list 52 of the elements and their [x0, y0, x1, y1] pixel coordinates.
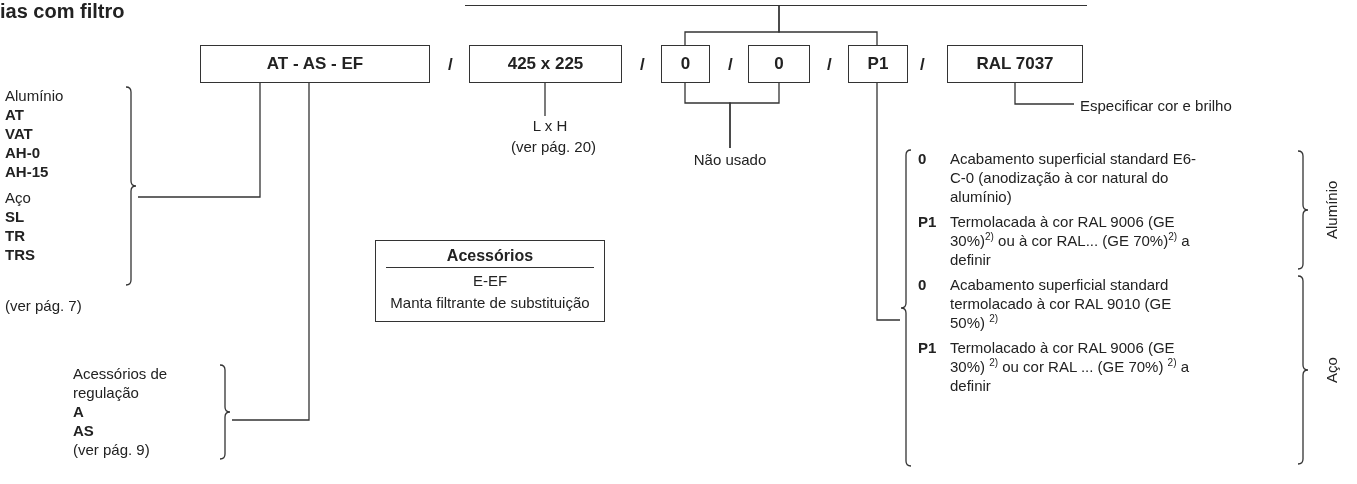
box-heading: Acessórios	[386, 246, 594, 268]
connector-line	[544, 82, 546, 117]
title: ias com filtro	[0, 0, 125, 23]
option-text: Acessórios de regulação	[73, 364, 169, 402]
annotation-text: Não usado	[690, 150, 770, 169]
connector-line	[876, 82, 901, 321]
option-text: Aço	[5, 188, 32, 207]
option-code: TRS	[5, 245, 36, 264]
option-code: P1	[918, 212, 938, 232]
side-label: Aço	[1322, 356, 1341, 385]
code-field-box: P1	[848, 45, 908, 83]
side-label: Alumínio	[1322, 180, 1341, 240]
option-code: SL	[5, 207, 26, 226]
annotation-text: Especificar cor e brilho	[1080, 96, 1280, 115]
option-text: (ver pág. 9)	[73, 440, 151, 459]
option-description: Termolacada à cor RAL 9006 (GE 30%)$^{2)}$ ou à cor RAL... (GE 70%)$^{2)}$ a definir	[950, 212, 1191, 269]
note-text: (ver pág. 20)	[511, 137, 597, 156]
bracket-rule	[465, 5, 1087, 6]
option-code: VAT	[5, 124, 34, 143]
option-description: Acabamento superficial standard termolacado à cor RAL 9010 (GE 50%) $^{2)}$	[950, 275, 1173, 332]
option-description: Acabamento superficial standard E6-C-0 (anodização à cor natural do alumínio)	[950, 149, 1197, 206]
option-code: TR	[5, 226, 26, 245]
separator-slash: /	[448, 55, 453, 75]
option-description: Termolacado à cor RAL 9006 (GE 30%) $^{2)}$ ou cor RAL ... (GE 70%) $^{2)}$ a definir	[950, 338, 1191, 395]
box-text: Manta filtrante de substituição	[389, 293, 591, 312]
separator-slash: /	[728, 55, 733, 75]
annotation-text: L x H	[520, 116, 580, 135]
separator-slash: /	[640, 55, 645, 75]
code-field-box: RAL 7037	[947, 45, 1083, 83]
option-code: AH-0	[5, 143, 41, 162]
code-field-box: AT - AS - EF	[200, 45, 430, 83]
connector-line	[729, 82, 780, 149]
connector-line	[778, 5, 878, 46]
accessory-box	[375, 240, 605, 322]
option-code: AS	[73, 421, 95, 440]
option-code: AH-15	[5, 162, 50, 181]
connector-line	[231, 82, 310, 421]
separator-slash: /	[827, 55, 832, 75]
separator-slash: /	[920, 55, 925, 75]
option-code: 0	[918, 275, 928, 295]
code-field-box: 0	[661, 45, 710, 83]
box-text: E-EF	[471, 271, 509, 290]
code-field-box: 0	[748, 45, 810, 83]
option-code: 0	[918, 149, 928, 169]
option-text: Alumínio	[5, 86, 65, 105]
code-field-box: 425 x 225	[469, 45, 622, 83]
option-code: P1	[918, 338, 938, 358]
option-code: AT	[5, 105, 25, 124]
option-code: A	[73, 402, 85, 421]
note-text: (ver pág. 7)	[5, 296, 82, 315]
connector-line	[1014, 82, 1075, 105]
connector-line	[137, 82, 261, 198]
